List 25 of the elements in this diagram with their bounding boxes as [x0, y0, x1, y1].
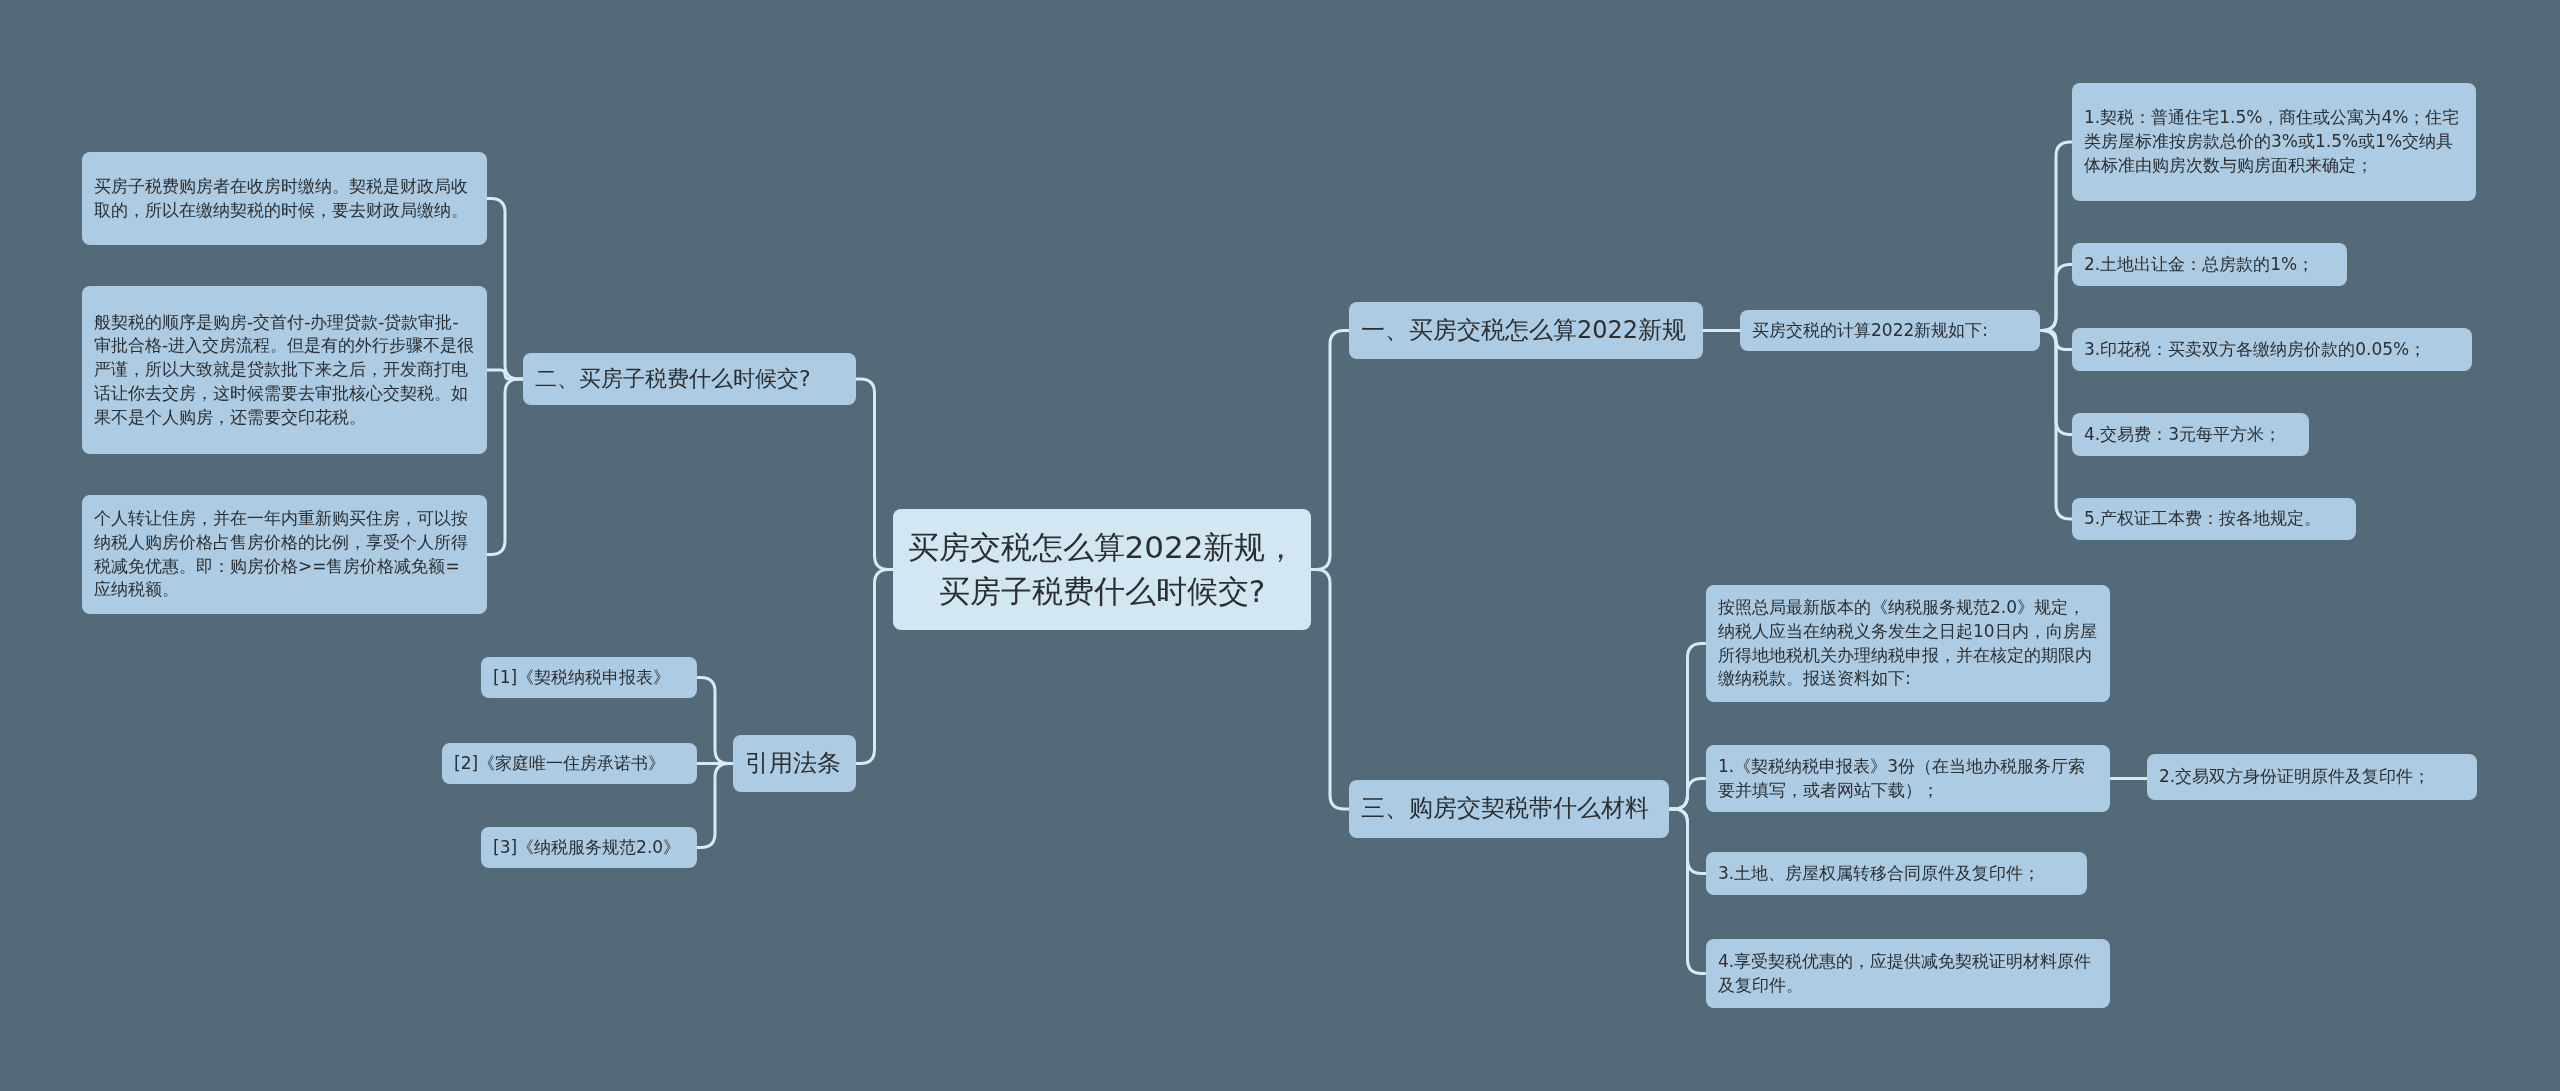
- detail-box: [3]《纳税服务规范2.0》: [481, 827, 697, 868]
- detail-box: 按照总局最新版本的《纳税服务规范2.0》规定，纳税人应当在纳税义务发生之日起10日内，向房屋所得地地税机关办理纳税申报，并在核定的期限内缴纳税款。报送资料如下:: [1706, 585, 2110, 702]
- topic-box: 一、买房交税怎么算2022新规: [1349, 302, 1703, 359]
- subtopic-box: 买房交税的计算2022新规如下:: [1740, 310, 2040, 351]
- detail-box: 5.产权证工本费：按各地规定。: [2072, 498, 2356, 540]
- detail-box: 般契税的顺序是购房-交首付-办理贷款-贷款审批-审批合格-进入交房流程。但是有的外行步骤不是很严谨，所以大致就是贷款批下来之后，开发商打电话让你去交房，这时候需要去审批核心交契税。如果不是个人购房，还需要交印花税。: [82, 286, 487, 454]
- connector-line: [2110, 777, 2147, 780]
- detail-box: 个人转让住房，并在一年内重新购买住房，可以按纳税人购房价格占售房价格的比例，享受个人所得税减免优惠。即：购房价格>=售房价格减免额=应纳税额。: [82, 495, 487, 614]
- detail-box: 4.享受契税优惠的，应提供减免契税证明材料原件及复印件。: [1706, 939, 2110, 1008]
- detail-box: [1]《契税纳税申报表》: [481, 657, 697, 698]
- central-topic-box: 买房交税怎么算2022新规，买房子税费什么时候交?: [893, 509, 1311, 630]
- detail-box: 1.契税：普通住宅1.5%，商住或公寓为4%；住宅类房屋标准按房款总价的3%或1.5%或1%交纳具体标准由购房次数与购房面积来确定；: [2072, 83, 2476, 201]
- connector-line: [1703, 329, 1740, 332]
- detail-box: 4.交易费：3元每平方米；: [2072, 413, 2309, 456]
- detail-box: 3.土地、房屋权属转移合同原件及复印件；: [1706, 852, 2087, 895]
- detail-box: 1.《契税纳税申报表》3份（在当地办税服务厅索要并填写，或者网站下载）；: [1706, 745, 2110, 812]
- detail-box: [2]《家庭唯一住房承诺书》: [442, 743, 697, 784]
- detail-box: 2.土地出让金：总房款的1%；: [2072, 243, 2347, 286]
- detail-box: 买房子税费购房者在收房时缴纳。契税是财政局收取的，所以在缴纳契税的时候，要去财政局缴纳。: [82, 152, 487, 245]
- topic-box: 三、购房交契税带什么材料: [1349, 780, 1669, 838]
- detail-box: 3.印花税：买卖双方各缴纳房价款的0.05%；: [2072, 328, 2472, 371]
- connector-line: [2040, 329, 2072, 521]
- detail-box: 2.交易双方身份证明原件及复印件；: [2147, 754, 2477, 800]
- topic-box: 引用法条: [733, 735, 856, 792]
- topic-box: 二、买房子税费什么时候交?: [523, 353, 856, 405]
